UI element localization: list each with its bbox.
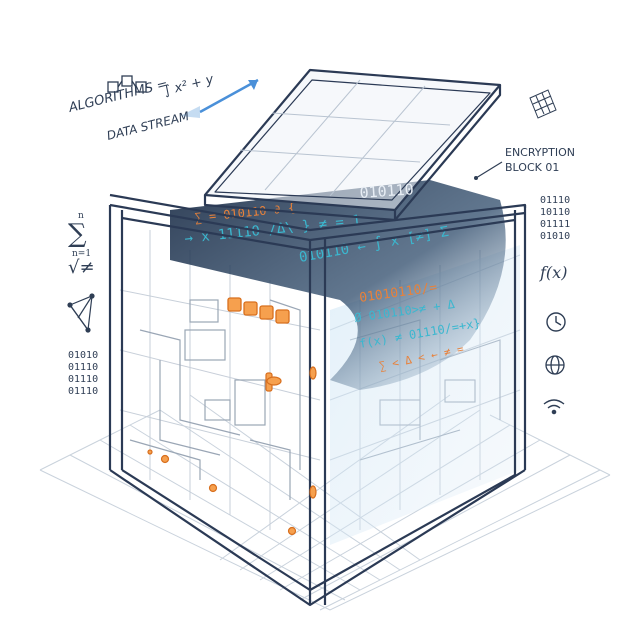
binary-right: 01110 10110 01111 01010 — [540, 195, 570, 242]
sum-bottom: n=1 — [72, 249, 91, 259]
binary-left-line: 01110 — [68, 386, 98, 397]
binary-left-line: 01010 — [68, 350, 98, 361]
encryption-label-line1: ENCRYPTION — [505, 146, 575, 159]
grid-icon — [529, 89, 557, 119]
molecule-doodle — [107, 75, 147, 93]
binary-right-line: 01110 — [540, 195, 570, 206]
box-outline — [108, 193, 527, 607]
circuit-lines — [129, 299, 301, 500]
data-ribbon-shape — [170, 180, 506, 390]
globe-icon — [545, 355, 565, 375]
data-stream-label: DATA STREAM — [105, 109, 191, 143]
integral-formula: ∫ x² + y — [162, 72, 215, 99]
encryption-pointer — [475, 161, 503, 179]
binary-left: 01010 01110 01110 01110 — [68, 350, 98, 397]
orange-nodes — [147, 366, 317, 536]
fx-symbol: f(x) — [539, 263, 567, 282]
sqrt-neq-symbol: √≠ — [68, 257, 95, 278]
binary-left-line: 01110 — [68, 374, 98, 385]
network-icon — [67, 293, 95, 333]
binary-right-line: 01010 — [540, 231, 570, 242]
clock-icon — [546, 312, 566, 332]
sum-top: n — [78, 211, 84, 221]
sum-symbol: ∑ — [68, 219, 87, 249]
lid-grid — [239, 79, 451, 197]
wifi-icon — [543, 399, 565, 415]
encryption-label-line2: BLOCK 01 — [505, 161, 559, 174]
orange-buttons — [227, 297, 290, 324]
ribbon-top-binary: 010110 — [359, 180, 414, 202]
binary-right-line: 10110 — [540, 207, 570, 218]
data-stream-arrow — [180, 78, 259, 118]
binary-right-line: 01111 — [540, 219, 570, 230]
box-lid — [203, 68, 502, 222]
binary-left-line: 01110 — [68, 362, 98, 373]
